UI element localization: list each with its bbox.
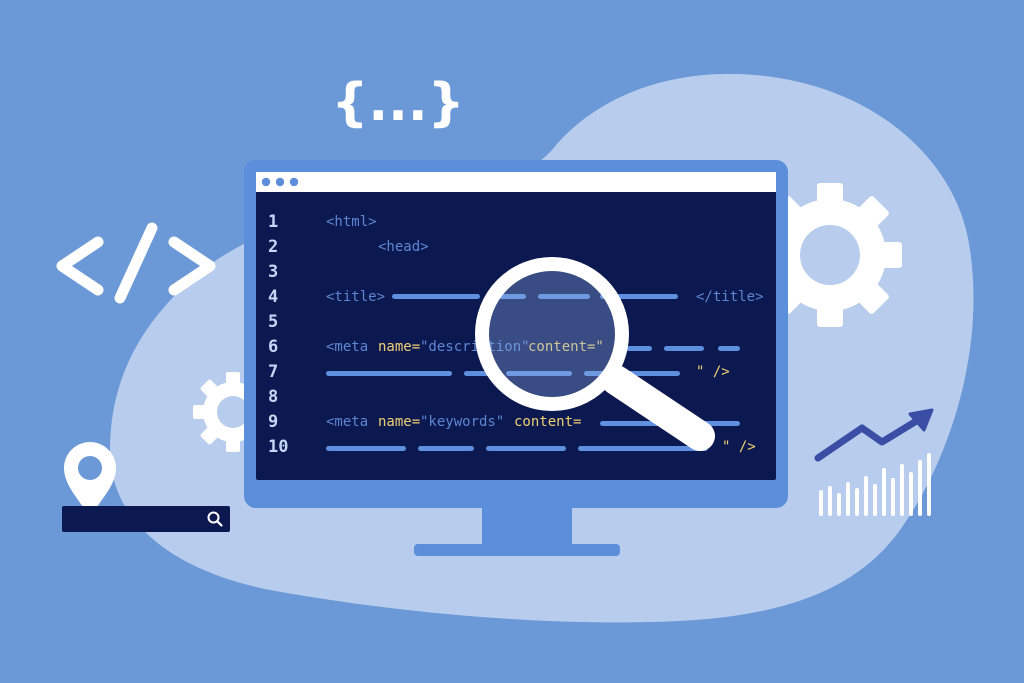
code-tag-token: <title> — [326, 289, 386, 305]
code-attr-token: name= — [378, 414, 421, 430]
placeholder-dash — [664, 346, 704, 351]
code-editor: 1 <html> 2 <head> 3 4 <title> </title> 5 6 <meta na… — [256, 212, 776, 468]
code-tag-token: <html> — [326, 214, 377, 230]
code-line: 10 " /> — [256, 437, 776, 461]
line-number: 6 — [268, 337, 279, 357]
code-line: 5 — [256, 312, 776, 336]
line-number: 3 — [268, 262, 279, 282]
placeholder-dash — [418, 446, 474, 451]
placeholder-dash — [492, 294, 526, 299]
code-line: 1 <html> — [256, 212, 776, 236]
code-tag-token: <head> — [378, 239, 429, 255]
line-number: 9 — [268, 412, 279, 432]
code-attr-token: " /> — [696, 364, 730, 380]
line-number: 1 — [268, 212, 279, 232]
placeholder-dash — [616, 346, 652, 351]
line-number: 4 — [268, 287, 279, 307]
placeholder-dash — [326, 371, 452, 376]
placeholder-dash — [486, 446, 566, 451]
bar-chart-icon — [819, 453, 931, 516]
placeholder-dash — [600, 294, 678, 299]
line-number: 2 — [268, 237, 279, 257]
code-attr-token: " /> — [722, 439, 756, 455]
search-bar[interactable] — [62, 506, 230, 532]
monitor-stand — [414, 505, 620, 556]
code-line: 3 — [256, 262, 776, 286]
line-number: 10 — [268, 437, 289, 457]
window-dots — [261, 177, 299, 187]
placeholder-dash — [506, 371, 572, 376]
placeholder-dash — [326, 446, 406, 451]
placeholder-dash — [464, 371, 494, 376]
code-line: 8 — [256, 387, 776, 411]
editor-titlebar — [256, 172, 776, 192]
line-number: 8 — [268, 387, 279, 407]
placeholder-dash — [392, 294, 480, 299]
code-tag-token: <meta — [326, 414, 369, 430]
code-tag-token: <meta — [326, 339, 369, 355]
line-number: 5 — [268, 312, 279, 332]
trend-arrow-icon — [814, 408, 934, 462]
line-number: 7 — [268, 362, 279, 382]
code-line: 2 <head> — [256, 237, 776, 261]
code-tag-icon — [56, 222, 216, 304]
code-line: 6 <meta name="description"content=" — [256, 337, 776, 361]
location-pin-icon — [64, 442, 116, 518]
code-attr-token: content= — [514, 414, 582, 430]
code-tag-token: </title> — [696, 289, 764, 305]
code-attr-token: name= — [378, 339, 421, 355]
code-line: 7 " /> — [256, 362, 776, 386]
svg-text:{...}: {...} — [331, 73, 464, 133]
placeholder-dash — [538, 294, 590, 299]
braces-icon: {...} — [331, 73, 464, 133]
code-tag-token: "keywords" — [420, 414, 505, 430]
code-attr-token: content=" — [528, 339, 604, 355]
placeholder-dash — [578, 446, 708, 451]
search-icon[interactable] — [206, 510, 224, 528]
gear-icon — [758, 183, 902, 327]
code-line: 9 <meta name="keywords" content= — [256, 412, 776, 436]
code-tag-token: "description" — [420, 339, 530, 355]
placeholder-dash — [718, 346, 740, 351]
code-line: 4 <title> </title> — [256, 287, 776, 311]
